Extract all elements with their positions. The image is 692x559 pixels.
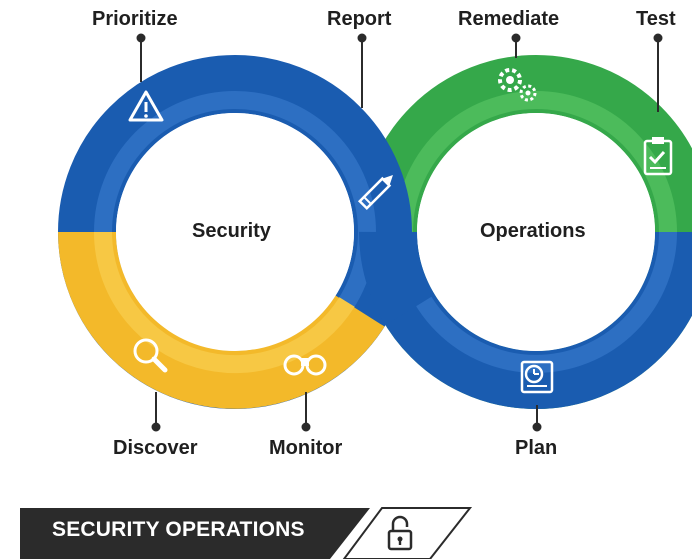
calendar-plan-icon: [520, 360, 554, 394]
unlocked-padlock-icon: [387, 515, 413, 551]
stage-label-monitor: Monitor: [269, 437, 343, 459]
gears-icon: [498, 68, 537, 102]
stage-label-discover: Discover: [113, 437, 198, 459]
security-loop: [58, 55, 412, 409]
operations-loop-label: Operations: [480, 220, 586, 242]
stage-label-test: Test: [636, 8, 676, 30]
stage-label-plan: Plan: [515, 437, 558, 459]
binoculars-icon: [283, 354, 327, 376]
banner-title: SECURITY OPERATIONS: [52, 518, 305, 541]
stage-label-remediate: Remediate: [458, 8, 560, 30]
stage-label-prioritize: Prioritize: [92, 8, 178, 30]
pencil-icon: [357, 175, 393, 211]
clipboard-check-icon: [643, 137, 673, 176]
crossing-blue-segment: [358, 231, 436, 326]
security-ring-yellow-inner: [94, 231, 355, 374]
leader-lines: [136, 33, 663, 432]
security-ring-yellow: [58, 231, 385, 409]
security-loop-label: Security: [192, 220, 271, 242]
magnifier-icon: [133, 338, 168, 373]
operations-loop: [359, 55, 692, 409]
banner: [20, 507, 473, 559]
warning-icon: [128, 90, 164, 122]
stage-label-report: Report: [327, 8, 392, 30]
